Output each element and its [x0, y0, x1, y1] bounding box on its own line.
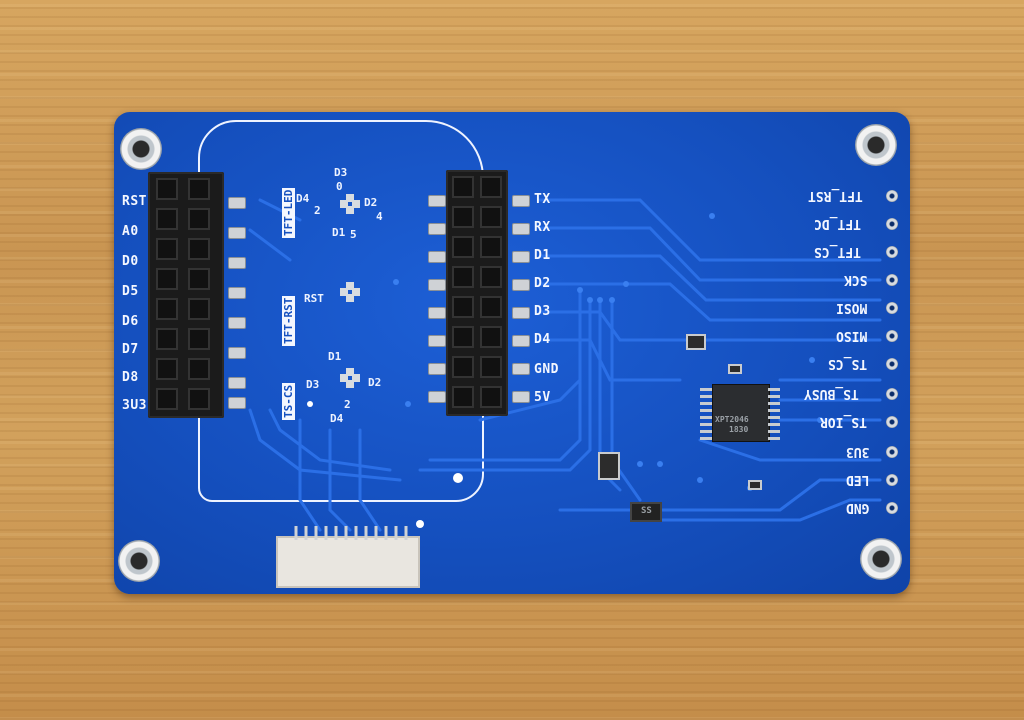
- left-label-d5: D5: [122, 284, 139, 299]
- left-label-d7: D7: [122, 342, 139, 357]
- right-pin-header: [446, 170, 508, 416]
- jumper-small-2-top: 2: [314, 204, 321, 217]
- jumper-small-d4-top: D4: [296, 192, 310, 205]
- mounting-hole-top-left: [120, 128, 162, 170]
- jumper-small-2-bottom: 2: [344, 398, 351, 411]
- jumper-small-d1-bottom: D1: [328, 350, 342, 363]
- right-label-5v: 5V: [534, 390, 551, 405]
- capacitor: [686, 334, 706, 350]
- transistor: SS: [630, 502, 662, 522]
- right-label-d3: D3: [534, 304, 551, 319]
- chip-label: XPT2046: [715, 415, 749, 424]
- left-label-3u3: 3U3: [122, 398, 147, 413]
- right-label-rx: RX: [534, 220, 551, 235]
- resistor-small: [728, 364, 742, 374]
- mounting-hole-top-right: [855, 124, 897, 166]
- left-label-d8: D8: [122, 370, 139, 385]
- ribbon-connector: [276, 536, 420, 588]
- mounting-hole-bottom-left: [118, 540, 160, 582]
- resistor-small-2: [748, 480, 762, 490]
- left-label-rst: RST: [122, 194, 147, 209]
- jumper-small-d3-top: D3: [334, 166, 348, 179]
- touch-controller-chip: XPT2046 1830: [712, 384, 770, 442]
- mounting-hole-bottom-right: [860, 538, 902, 580]
- right-label-gnd: GND: [534, 362, 559, 377]
- jumper-small-4-top: 4: [376, 210, 383, 223]
- resistor: [598, 452, 620, 480]
- right-label-d4: D4: [534, 332, 551, 347]
- left-label-d0: D0: [122, 254, 139, 269]
- jumper-small-rst: RST: [304, 292, 324, 305]
- left-label-a0: A0: [122, 224, 139, 239]
- jumper-small-d2-bottom: D2: [368, 376, 382, 389]
- jumper-small-d3-bottom: D3: [306, 378, 320, 391]
- chip-date-code: 1830: [729, 425, 749, 434]
- jumper-small-d4-bottom: D4: [330, 412, 344, 425]
- right-label-tx: TX: [534, 192, 551, 207]
- jumper-small-d1-top: D1: [332, 226, 346, 239]
- jumper-small-0-top: 0: [336, 180, 343, 193]
- jumper-small-d2-top: D2: [364, 196, 378, 209]
- right-label-d1: D1: [534, 248, 551, 263]
- right-label-d2: D2: [534, 276, 551, 291]
- left-pin-header: [148, 172, 224, 418]
- pcb-board: [114, 112, 910, 594]
- left-label-d6: D6: [122, 314, 139, 329]
- jumper-small-5-top: 5: [350, 228, 357, 241]
- transistor-marking: SS: [641, 506, 652, 516]
